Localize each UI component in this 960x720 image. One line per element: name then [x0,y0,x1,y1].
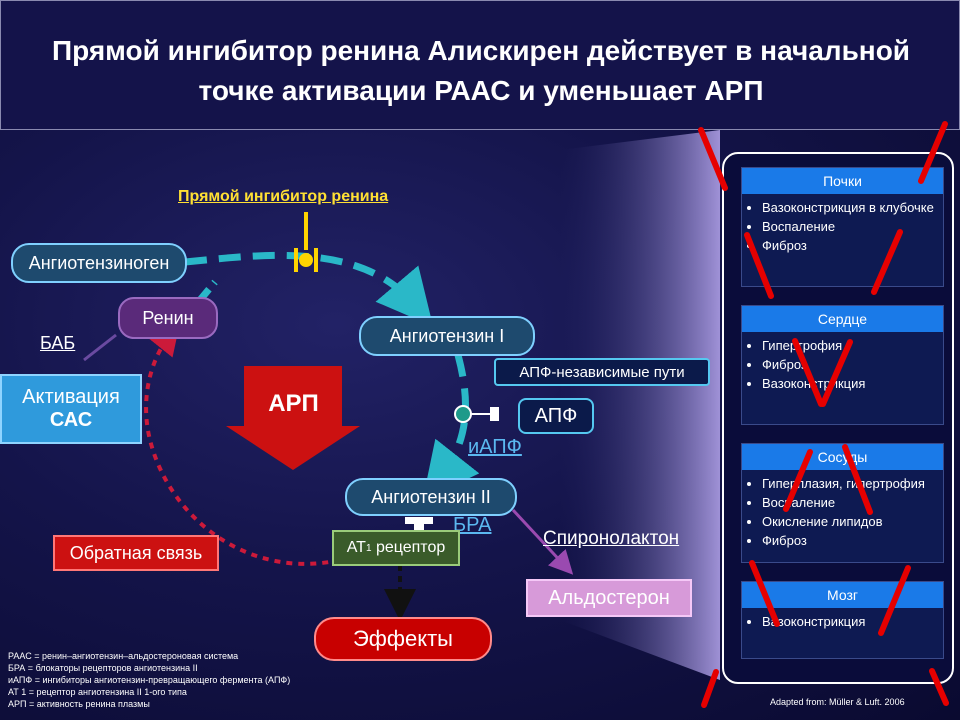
spironolactone-label: Спиронолактон [543,528,680,549]
ace-box: АПФ [518,398,594,434]
at1-receptor-sub: 1 [365,542,372,554]
direct-renin-inhibitor-label: Прямой ингибитор ренина [178,188,389,205]
bra-label: БРА [453,514,492,536]
feedback-box: Обратная связь [53,535,219,571]
renin-node: Ренин [118,297,218,339]
legend-line: АТ 1 = рецептор ангиотензина II 1-ого ти… [8,687,187,697]
legend-line: АРП = активность ренина плазмы [8,699,150,709]
organ-item: Воспаление [762,217,937,236]
organ-title: Сосуды [742,444,943,470]
organ-item: Фиброз [762,236,937,255]
organ-item: Гиперплазия, гипертрофия [762,474,937,493]
arp-arrow [226,366,360,470]
angiotensinogen-node: Ангиотензиноген [11,243,187,283]
angiotensinogen-label: Ангиотензиноген [28,252,170,273]
effects-label: Эффекты [352,626,453,651]
organ-title: Сердце [742,306,943,332]
aldosterone-box: Альдостерон [526,579,692,617]
legend-line: БРА = блокаторы рецепторов ангиотензина … [8,663,198,673]
angiotensin2-node: Ангиотензин II [345,478,517,516]
organ-item: Вазоконстрикция [762,374,937,393]
organ-item: Окисление липидов [762,512,937,531]
legend-line: РААС = ренин–ангиотензин–альдостероновая… [8,651,239,661]
angiotensin1-node: Ангиотензин I [359,316,535,356]
bab-line [83,333,117,362]
organ-title: Почки [742,168,943,194]
organ-item: Воспаление [762,493,937,512]
title-bar: Прямой ингибитор ренина Алискирен действ… [0,0,960,130]
source-credit: Adapted from: Müller & Luft. 2006 [770,697,905,707]
organ-card-heart: Сердце Гипертрофия Фиброз Вазоконстрикци… [741,305,944,425]
arrow-to-aldosterone [511,508,574,575]
organ-item: Вазоконстрикция [762,612,937,631]
slide-title: Прямой ингибитор ренина Алискирен действ… [51,35,911,106]
effects-box: Эффекты [314,617,492,661]
renin-label: Ренин [142,307,194,328]
organ-item: Вазоконстрикция в клубочке [762,198,937,217]
organ-title: Мозг [742,582,943,608]
iace-circle [454,405,472,423]
inhibitor-dot [299,253,313,267]
organ-item: Гипертрофия [762,336,937,355]
at1-receptor-prefix: АТ [346,539,366,556]
feedback-loop-arrow [144,322,341,566]
angiotensin2-label: Ангиотензин II [371,486,491,507]
feedback-label: Обратная связь [69,542,203,563]
ace-label: АПФ [534,404,578,427]
organ-item: Фиброз [762,531,937,550]
bra-block-top [405,517,433,524]
ace-independent-box: АПФ-независимые пути [494,358,710,386]
iace-plug [490,407,499,421]
ace-independent-label: АПФ-независимые пути [519,363,685,381]
aldosterone-label: Альдостерон [548,586,670,609]
at1-receptor-suffix: рецептор [371,539,446,556]
bab-label: БАБ [40,333,76,353]
sas-activation-box: Активация САС [0,374,142,444]
organ-card-vessels: Сосуды Гиперплазия, гипертрофия Воспален… [741,443,944,563]
bra-block-stem [414,524,424,533]
sas-activation-line2: САС [49,409,93,431]
iace-label: иАПФ [468,436,522,458]
abbreviations-legend: РААС = ренин–ангиотензин–альдостероновая… [8,650,290,710]
organ-card-kidneys: Почки Вазоконстрикция в клубочке Воспале… [741,167,944,287]
cycle-arrow-angiotensin1-to-angiotensin2 [422,354,480,500]
organ-card-brain: Мозг Вазоконстрикция [741,581,944,659]
angiotensin1-label: Ангиотензин I [389,325,505,346]
light-beam [560,130,720,680]
sas-activation-line1: Активация [22,386,120,408]
organ-item: Фиброз [762,355,937,374]
arp-label: АРП [268,390,319,417]
legend-line: иАПФ = ингибиторы ангиотензин-превращающ… [8,675,291,685]
